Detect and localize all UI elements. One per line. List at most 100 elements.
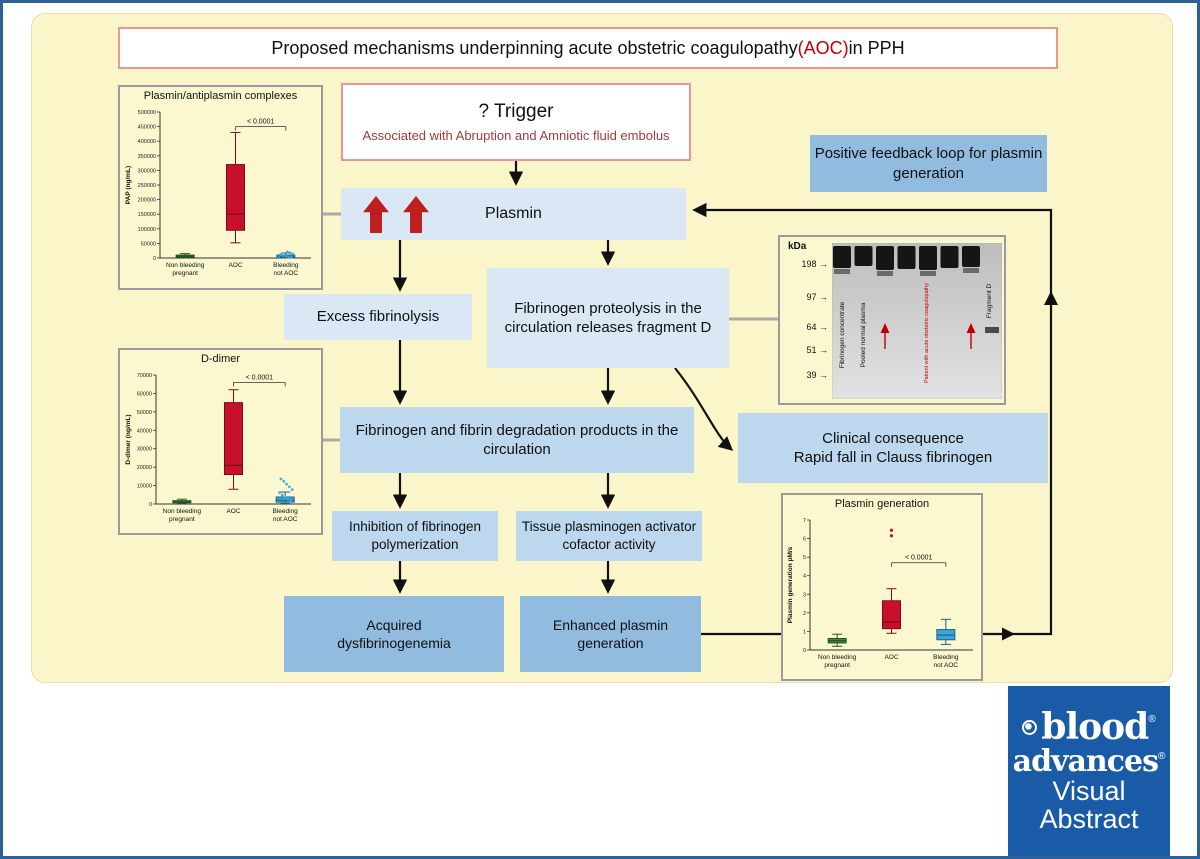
logo-blood: blood (1041, 705, 1149, 748)
trigger-heading: ? Trigger (478, 101, 554, 122)
svg-text:Plasmin generation pM/s: Plasmin generation pM/s (787, 546, 794, 623)
gel-ladder-row: 64 → (782, 322, 828, 332)
ladder-value: 97 (806, 292, 817, 302)
ddimer-boxplot-chart: 010000200003000040000500006000070000D-di… (125, 373, 311, 523)
gel-figure-panel: kDa 198 → 97 → 64 → 51 → 39 → (778, 235, 1006, 405)
logo-abstract: Abstract (1039, 804, 1139, 835)
svg-text:0: 0 (153, 256, 156, 262)
svg-text:Non bleeding: Non bleeding (166, 262, 205, 269)
excess-fibrinolysis-label: Excess fibrinolysis (316, 308, 440, 326)
plasmin-box: Plasmin (341, 188, 686, 240)
svg-text:200000: 200000 (138, 198, 156, 204)
registered-mark: ® (1157, 751, 1166, 763)
svg-text:Non bleeding: Non bleeding (818, 654, 857, 661)
acquired-dysfibrinogenemia-label: Acquired dysfibrinogenemia (337, 616, 451, 651)
gel-unit-label: kDa (788, 241, 807, 252)
journal-logo: blood ® advances ® Visual Abstract (1008, 686, 1170, 856)
gel-lane-label: Pooled normal plasma (860, 302, 867, 367)
svg-text:400000: 400000 (138, 139, 156, 145)
gel-red-arrowhead-icon (880, 323, 890, 333)
title-prefix: Proposed mechanisms underpinning acute o… (271, 37, 798, 58)
red-up-arrow-icon (403, 196, 429, 233)
svg-text:AOC: AOC (884, 654, 898, 661)
svg-text:450000: 450000 (138, 125, 156, 131)
registered-mark: ® (1148, 713, 1156, 725)
gel-ladder-row: 198 → (782, 259, 828, 269)
red-up-arrow-icon (363, 196, 389, 233)
ladder-value: 51 (806, 345, 817, 355)
ladder-value: 198 (801, 259, 817, 269)
logo-advances: advances (1012, 744, 1159, 780)
positive-feedback-box: Positive feedback loop for plasmin gener… (810, 135, 1047, 192)
feedback-up-arrowhead-icon (1044, 291, 1058, 305)
excess-fibrinolysis-box: Excess fibrinolysis (284, 294, 472, 340)
tpa-cofactor-box: Tissue plasminogen activator cofactor ac… (516, 511, 702, 561)
svg-text:5: 5 (802, 555, 805, 561)
logo-visual: Visual (1052, 776, 1126, 807)
svg-text:D-dimer (ng/mL): D-dimer (ng/mL) (125, 414, 132, 464)
svg-text:PAP (ng/mL): PAP (ng/mL) (125, 166, 132, 204)
svg-text:0: 0 (149, 502, 152, 508)
svg-text:60000: 60000 (137, 391, 152, 397)
svg-text:7: 7 (802, 518, 805, 524)
clinical-consequence-line2: Rapid fall in Clauss fibrinogen (793, 449, 993, 466)
svg-text:150000: 150000 (138, 212, 156, 218)
ladder-value: 64 (806, 322, 817, 332)
clinical-consequence-line1: Clinical consequence (822, 429, 964, 447)
title-aoc-highlight: (AOC) (797, 37, 849, 58)
svg-text:pregnant: pregnant (824, 662, 850, 669)
gel-image: Fibrinogen concentrate Pooled normal pla… (832, 243, 1002, 399)
trigger-box: ? Trigger Associated with Abruption and … (341, 83, 691, 161)
svg-text:0: 0 (802, 648, 805, 654)
svg-text:40000: 40000 (137, 428, 152, 434)
ddimer-chart-title: D-dimer (200, 353, 241, 365)
gel-lane-label: Fibrinogen concentrate (839, 301, 846, 368)
clinical-consequence-box: Clinical consequence Rapid fall in Claus… (738, 413, 1048, 483)
gel-lane-label: Fragment D (986, 284, 993, 319)
ash-logo-icon (1022, 719, 1038, 735)
degradation-products-box: Fibrinogen and fibrin degradation produc… (340, 407, 694, 473)
arrow-proteolysis-to-clinical (674, 367, 734, 451)
arrow-right-icon: → (819, 259, 828, 269)
svg-text:20000: 20000 (137, 465, 152, 471)
pap-chart-title: Plasmin/antiplasmin complexes (143, 90, 298, 102)
gel-ladder-row: 51 → (782, 345, 828, 355)
gel-patient-label: Patient with acute obstetric coagulopath… (924, 283, 930, 383)
svg-text:< 0.0001: < 0.0001 (247, 119, 275, 126)
svg-text:1: 1 (802, 629, 805, 635)
svg-text:AOC: AOC (228, 262, 242, 269)
pap-boxplot-chart: 0500001000001500002000002500003000003500… (125, 110, 311, 277)
trigger-subtext: Associated with Abruption and Amniotic f… (362, 128, 670, 143)
tpa-cofactor-label: Tissue plasminogen activator cofactor ac… (521, 519, 697, 552)
arrow-right-icon: → (819, 345, 828, 355)
gel-ladder-row: 97 → (782, 292, 828, 302)
svg-text:Non bleeding: Non bleeding (163, 508, 202, 515)
svg-text:Bleeding: Bleeding (273, 508, 299, 515)
svg-text:Bleeding: Bleeding (933, 654, 959, 661)
inhibition-box: Inhibition of fibrinogen polymerization (332, 511, 498, 561)
fibrinogen-proteolysis-box: Fibrinogen proteolysis in the circulatio… (487, 268, 729, 368)
diagram-title: Proposed mechanisms underpinning acute o… (118, 27, 1058, 69)
svg-text:250000: 250000 (138, 183, 156, 189)
svg-text:not AOC: not AOC (273, 516, 298, 523)
svg-text:50000: 50000 (137, 410, 152, 416)
degradation-products-label: Fibrinogen and fibrin degradation produc… (355, 421, 679, 459)
svg-text:2: 2 (802, 611, 805, 617)
svg-text:4: 4 (802, 574, 805, 580)
svg-text:Bleeding: Bleeding (273, 262, 299, 269)
arrow-right-icon: → (819, 292, 828, 302)
gel-ladder-row: 39 → (782, 370, 828, 380)
plasmin-generation-chart-title: Plasmin generation (834, 498, 930, 510)
svg-text:< 0.0001: < 0.0001 (904, 555, 932, 562)
svg-text:not AOC: not AOC (933, 662, 958, 669)
feedback-right-arrowhead-icon (1002, 627, 1015, 641)
ladder-value: 39 (806, 370, 817, 380)
svg-text:10000: 10000 (137, 484, 152, 490)
enhanced-plasmin-label: Enhanced plasmin generation (552, 616, 669, 651)
fibrinogen-proteolysis-label: Fibrinogen proteolysis in the circulatio… (504, 299, 712, 337)
